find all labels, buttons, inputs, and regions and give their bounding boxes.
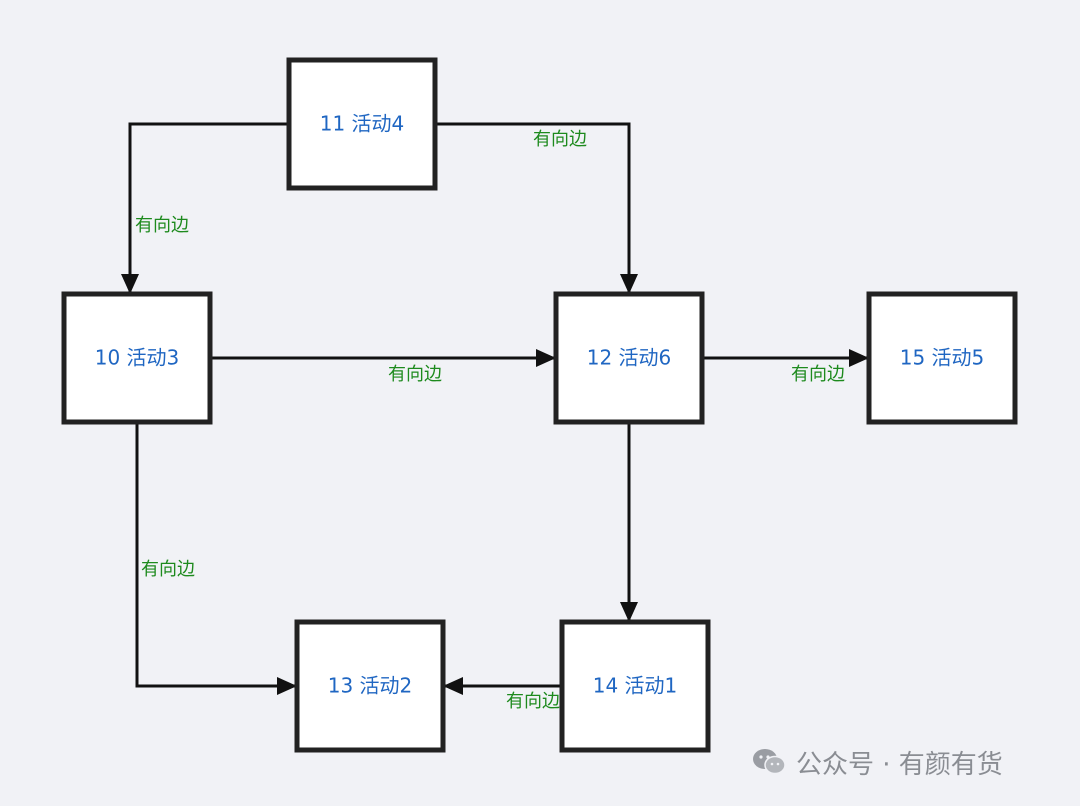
node-n11: 11 活动4 <box>286 57 438 191</box>
node-label: 12 活动6 <box>587 346 672 370</box>
arrowhead-icon <box>849 349 869 367</box>
node-n15: 15 活动5 <box>866 291 1018 425</box>
edge-label: 有向边 <box>388 364 442 385</box>
node-label: 13 活动2 <box>328 674 413 698</box>
node-box <box>294 619 446 753</box>
arrowhead-icon <box>620 274 638 294</box>
edge-n12-n14 <box>620 422 638 622</box>
arrowhead-icon <box>121 274 139 294</box>
edge-label: 有向边 <box>135 215 189 236</box>
arrowhead-icon <box>536 349 556 367</box>
edge-n11-n10 <box>121 122 289 294</box>
edge-n11-n12 <box>435 122 638 294</box>
wechat-icon <box>753 749 786 775</box>
node-n14: 14 活动1 <box>559 619 711 753</box>
node-label: 15 活动5 <box>900 346 985 370</box>
node-label: 10 活动3 <box>95 346 180 370</box>
edge-line <box>128 122 289 292</box>
node-n10: 10 活动3 <box>61 291 213 425</box>
node-box <box>286 57 438 191</box>
node-label: 11 活动4 <box>320 112 405 136</box>
edge-line <box>135 422 295 688</box>
arrowhead-icon <box>277 677 297 695</box>
node-n13: 13 活动2 <box>294 619 446 753</box>
arrowhead-icon <box>443 677 463 695</box>
node-box <box>866 291 1018 425</box>
edge-label: 有向边 <box>141 559 195 580</box>
node-label: 14 活动1 <box>593 674 678 698</box>
node-box <box>61 291 213 425</box>
edge-n12-n15 <box>702 349 869 367</box>
watermark: 公众号 · 有颜有货 <box>752 742 1003 782</box>
node-box <box>559 619 711 753</box>
edge-label: 有向边 <box>533 129 587 150</box>
node-box <box>553 291 705 425</box>
edge-label: 有向边 <box>506 691 560 712</box>
node-n12: 12 活动6 <box>553 291 705 425</box>
edge-label: 有向边 <box>791 364 845 385</box>
watermark-text: 公众号 · 有颜有货 <box>796 749 1003 780</box>
edge-n10-n12 <box>210 349 556 367</box>
edge-n14-n13 <box>443 677 562 695</box>
edge-line <box>435 122 631 292</box>
arrowhead-icon <box>620 602 638 622</box>
edge-n10-n13 <box>135 422 297 695</box>
